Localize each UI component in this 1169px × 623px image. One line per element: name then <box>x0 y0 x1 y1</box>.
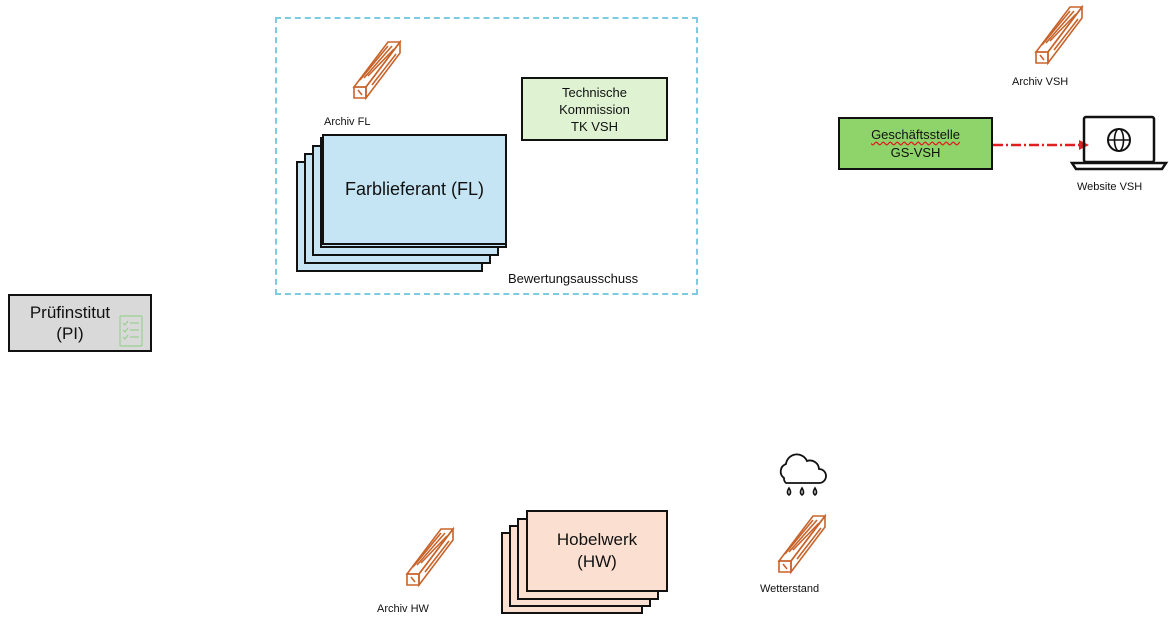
hw-line2: (HW) <box>577 552 617 571</box>
rain-cloud-icon <box>779 453 827 496</box>
wood-plank-icon <box>352 39 402 101</box>
hobelwerk-box: Hobelwerk (HW) <box>526 510 668 592</box>
wood-plank-icon <box>777 513 827 575</box>
gs-line2: GS-VSH <box>890 144 941 160</box>
hw-line1: Hobelwerk <box>556 530 638 549</box>
geschaeftsstelle-box: Geschäftsstelle GS-VSH <box>838 117 993 170</box>
archiv-hw-label: Archiv HW <box>377 603 429 615</box>
website-vsh-label: Website VSH <box>1077 181 1143 193</box>
technische-kommission-box: Technische Kommission TK VSH <box>521 77 668 141</box>
tk-line3: TK VSH <box>571 118 618 134</box>
pruefinstitut-box: Prüfinstitut (PI) <box>8 294 152 352</box>
gs-line1: Geschäftsstelle <box>871 126 960 142</box>
checklist-icon <box>119 315 143 347</box>
wetterstand-label: Wetterstand <box>760 583 820 595</box>
wood-plank-icon <box>405 526 455 588</box>
tk-line2: Kommission <box>559 101 630 117</box>
pi-line2: (PI) <box>56 324 84 343</box>
pi-line1: Prüfinstitut <box>29 303 111 322</box>
wood-plank-icon <box>1034 4 1084 66</box>
bewertungsausschuss-area <box>275 17 698 295</box>
tk-line1: Technische <box>561 84 628 100</box>
farblieferant-label: Farblieferant (FL) <box>344 179 485 199</box>
archiv-fl-label: Archiv FL <box>324 116 371 128</box>
farblieferant-box: Farblieferant (FL) <box>322 134 507 245</box>
bewertungsausschuss-label: Bewertungsausschuss <box>508 271 639 286</box>
archiv-vsh-label: Archiv VSH <box>1012 76 1069 88</box>
laptop-globe-icon <box>1069 115 1169 171</box>
